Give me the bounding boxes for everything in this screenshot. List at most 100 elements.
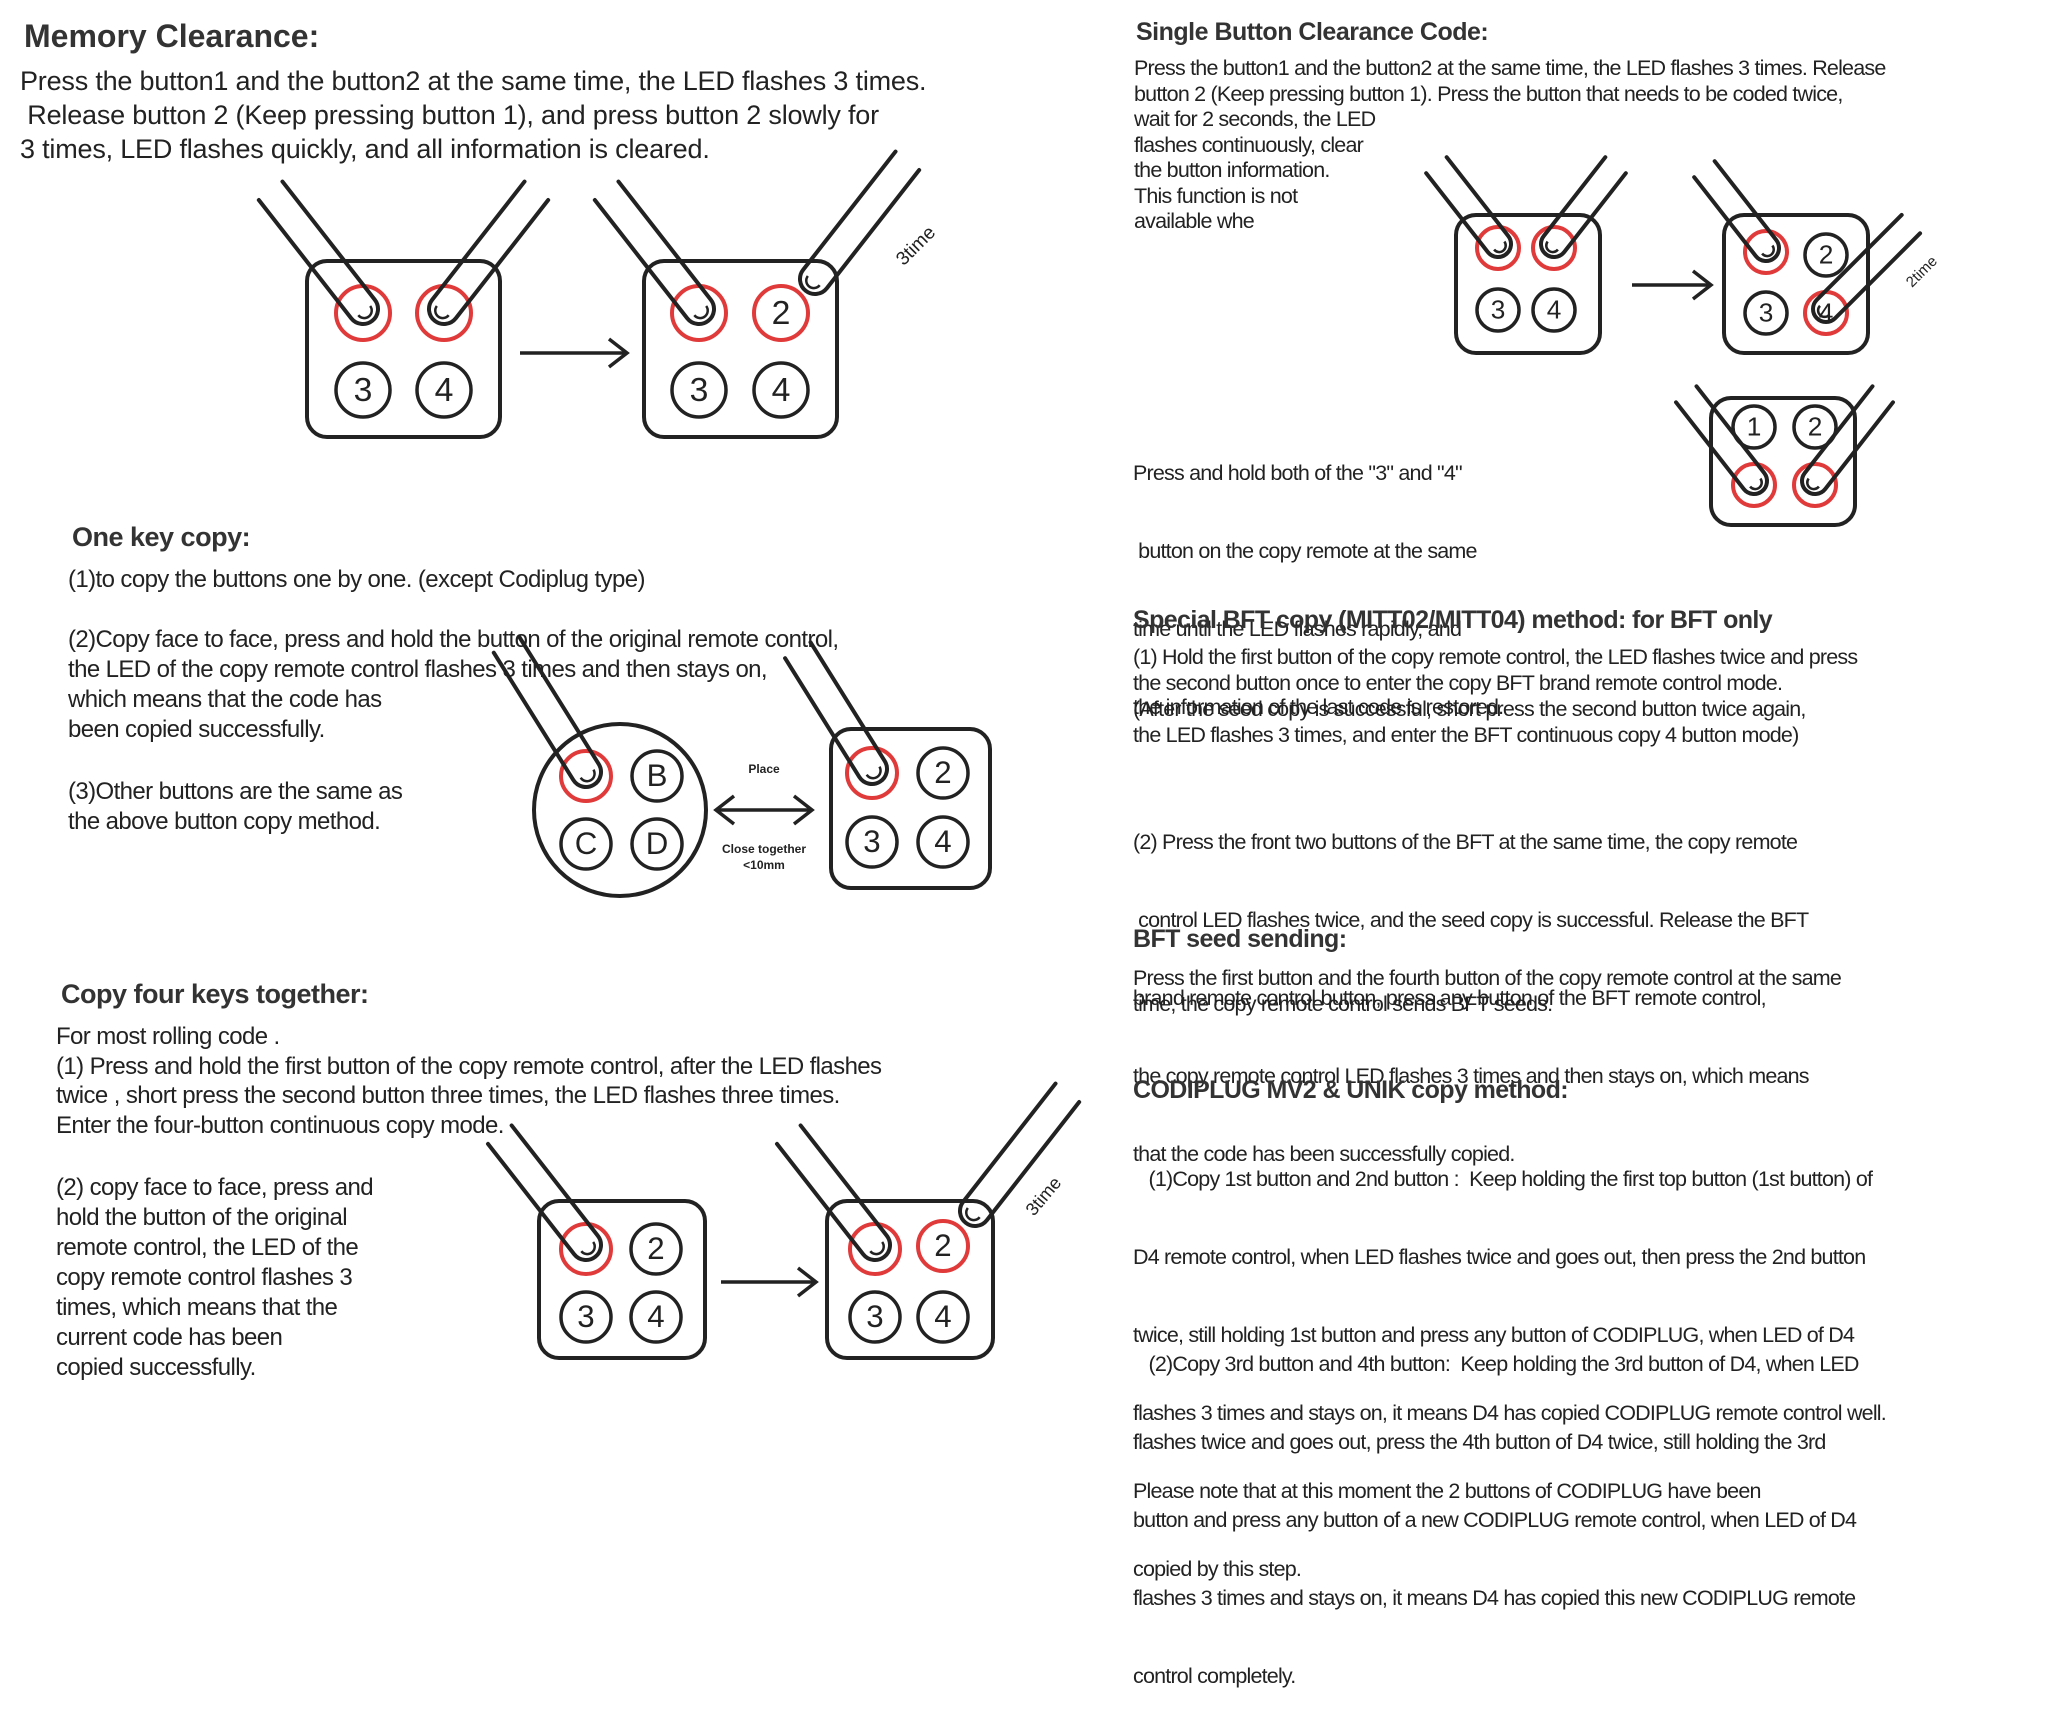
codiplug-title: CODIPLUG MV2 & UNIK copy method:: [1133, 1076, 1569, 1104]
one-key-step1: (1)to copy the buttons one by one. (exce…: [68, 566, 645, 593]
codiplug-step2: (2)Copy 3rd button and 4th button: Keep …: [1133, 1299, 1859, 1715]
key-label: 3: [577, 1299, 594, 1334]
text-line: that the code has been successfully copi…: [1133, 1142, 1515, 1166]
remote-key: [1475, 287, 1521, 333]
special-bft-step1: (1) Hold the first button of the copy re…: [1133, 644, 1858, 748]
key-label: 2: [647, 1231, 664, 1266]
copy-four-text: For most rolling code . (1) Press and ho…: [56, 1022, 882, 1140]
remote-key: [1792, 404, 1838, 450]
arrow-right-icon: [1632, 269, 1714, 301]
key-label: 2: [934, 1228, 951, 1263]
remote-key: [916, 746, 970, 800]
text-line: copied successfully.: [56, 1354, 256, 1381]
text-line: brand remote control button, press any b…: [1133, 986, 1767, 1010]
remote-body: [1709, 396, 1857, 527]
memory-clearance-title: Memory Clearance:: [24, 18, 320, 54]
key-label: 3: [1759, 297, 1774, 327]
finger-icon: [958, 1081, 1082, 1228]
remote-body: [825, 1199, 995, 1360]
remote-key: [1531, 287, 1577, 333]
key-label: 3: [1491, 294, 1506, 324]
finger-icon: [1674, 384, 1769, 496]
text-line: (1)Copy 1st button and 2nd button : Keep…: [1133, 1167, 1873, 1191]
text-line: (2)Copy 3rd button and 4th button: Keep …: [1133, 1352, 1860, 1376]
restore-text: Press and hold both of the "3" and "4" b…: [1133, 408, 1504, 746]
remote-key: [559, 1290, 613, 1344]
press-count-label: 3time: [892, 222, 940, 270]
text-line: Press the first button and the fourth bu…: [1133, 966, 1842, 990]
remote-key: [559, 817, 613, 871]
text-line: flashes 3 times and stays on, it means D…: [1133, 1586, 1856, 1610]
pressed-key: [1731, 462, 1777, 508]
arrow-right-icon: [721, 1266, 819, 1298]
pressed-key: [848, 1222, 902, 1276]
text-line: current code has been: [56, 1324, 283, 1351]
text-line: been copied successfully.: [68, 716, 325, 743]
copy-remote: 2 3 4: [829, 727, 992, 890]
text-line: (2)Copy face to face, press and hold the…: [68, 626, 839, 653]
pressed-key: [845, 746, 899, 800]
text-line: Press the button1 and the button2 at the…: [20, 66, 927, 96]
key-label: 3: [863, 824, 880, 859]
key-label: 3: [690, 371, 709, 409]
finger-icon: [485, 1123, 603, 1262]
finger-icon: [427, 179, 551, 326]
text-line: (2) Press the front two buttons of the B…: [1133, 830, 1798, 854]
remote-key: [629, 1222, 683, 1276]
text-line: the copy remote control LED flashes 3 ti…: [1133, 1064, 1810, 1088]
remote-body: [1722, 213, 1870, 355]
key-label: 4: [435, 371, 454, 409]
pressed-key: [334, 284, 392, 342]
pressed-key: [1792, 462, 1838, 508]
remote-key: [630, 749, 684, 803]
text-line: control LED flashes twice, and the seed …: [1133, 908, 1809, 932]
one-key-step3: (3)Other buttons are the same as the abo…: [68, 777, 403, 837]
double-arrow-icon: [713, 794, 815, 826]
text-line: which means that the code has: [68, 686, 382, 713]
remote-body: [305, 259, 502, 439]
press-count-label: 2time: [1903, 253, 1941, 291]
single-button-title: Single Button Clearance Code:: [1136, 18, 1489, 46]
text-line: time, the copy remote control sends BFT …: [1133, 992, 1553, 1016]
remote-key: [1803, 232, 1849, 278]
text-line: the button information.: [1134, 158, 1330, 182]
key-label: 4: [934, 824, 951, 859]
pressed-key: [752, 284, 810, 342]
bft-seed-title: BFT seed sending:: [1133, 925, 1347, 953]
single-button-text: Press the button1 and the button2 at the…: [1134, 56, 1886, 235]
text-line: the information of the last code is rest…: [1133, 695, 1504, 719]
key-label: B: [647, 758, 668, 793]
text-line: wait for 2 seconds, the LED: [1134, 107, 1376, 131]
press-count-label: 3time: [1022, 1173, 1066, 1220]
text-line: the LED of the copy remote control flash…: [68, 656, 768, 683]
distance-label: <10mm: [743, 858, 785, 872]
text-line: times, which means that the: [56, 1294, 338, 1321]
text-line: flashes twice and goes out, press the 4t…: [1133, 1430, 1826, 1454]
text-line: Enter the four-button continuous copy mo…: [56, 1111, 504, 1139]
key-label: 2: [1819, 239, 1834, 269]
finger-icon: [798, 149, 922, 296]
remote-body: [829, 727, 992, 890]
remote-key: [752, 361, 810, 419]
key-label: C: [575, 826, 598, 861]
pressed-key: [415, 284, 473, 342]
pressed-key: [1803, 290, 1849, 336]
special-bft-step2: (2) Press the front two buttons of the B…: [1133, 777, 1810, 1193]
pressed-key: [1743, 229, 1789, 275]
remote-key: [845, 815, 899, 869]
key-label: 2: [934, 755, 951, 790]
close-together-label: Close together: [722, 842, 806, 856]
finger-icon: [256, 179, 380, 326]
key-label: 3: [354, 371, 373, 409]
copy-four-step2: (2) copy face to face, press and hold th…: [56, 1173, 374, 1383]
text-line: available whe: [1134, 209, 1255, 233]
text-line: remote control, the LED of the: [56, 1234, 359, 1261]
text-line: (After the seed copy is successful, shor…: [1133, 697, 1806, 721]
key-label: 4: [1547, 294, 1562, 324]
remote-key: [1743, 290, 1789, 336]
